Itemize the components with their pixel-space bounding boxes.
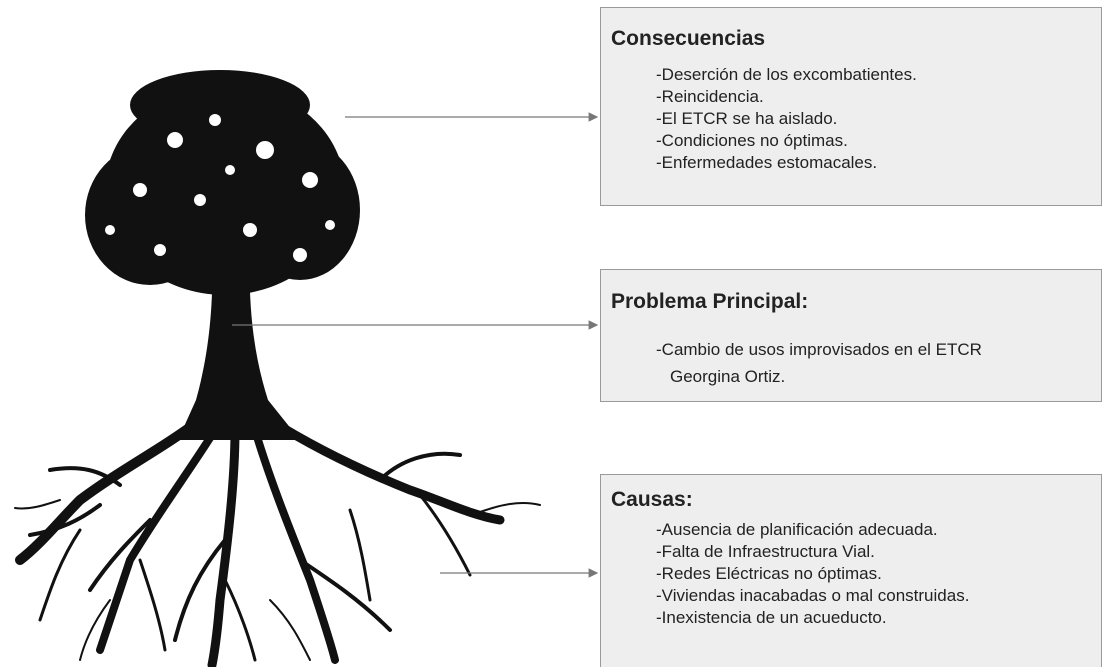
causas-list: -Ausencia de planificación adecuada. -Fa… <box>656 519 969 629</box>
causa-item: -Redes Eléctricas no óptimas. <box>656 564 882 583</box>
causa-item: -Falta de Infraestructura Vial. <box>656 542 875 561</box>
consecuencia-item: -Enfermedades estomacales. <box>656 153 878 172</box>
causas-title: Causas: <box>611 488 693 511</box>
problema-line-2: Georgina Ortiz. <box>670 367 786 386</box>
consecuencia-item: -El ETCR se ha aislado. <box>656 109 838 128</box>
problema-line-1: -Cambio de usos improvisados en el ETCR <box>656 340 982 359</box>
consecuencia-item: -Deserción de los excombatientes. <box>656 65 917 84</box>
consecuencias-title: Consecuencias <box>611 27 766 50</box>
causa-item: -Ausencia de planificación adecuada. <box>656 520 938 539</box>
problema-description: -Cambio de usos improvisados en el ETCR … <box>656 336 982 390</box>
tree-illustration <box>14 70 541 667</box>
consecuencias-box: Consecuencias -Deserción de los excombat… <box>600 7 1102 206</box>
tree-canopy-gaps <box>105 114 335 262</box>
tree-canopy <box>85 70 360 295</box>
consecuencia-item: -Condiciones no óptimas. <box>656 131 848 150</box>
tree-roots <box>14 415 541 667</box>
causas-box: Causas: -Ausencia de planificación adecu… <box>600 474 1102 667</box>
problema-principal-box: Problema Principal: -Cambio de usos impr… <box>600 269 1102 402</box>
consecuencia-item: -Reincidencia. <box>656 87 764 106</box>
problema-title: Problema Principal: <box>611 290 809 313</box>
causa-item: -Viviendas inacabadas o mal construidas. <box>656 586 970 605</box>
causa-item: -Inexistencia de un acueducto. <box>656 608 887 627</box>
tree-trunk <box>178 240 300 440</box>
consecuencias-list: -Deserción de los excombatientes. -Reinc… <box>656 64 917 174</box>
